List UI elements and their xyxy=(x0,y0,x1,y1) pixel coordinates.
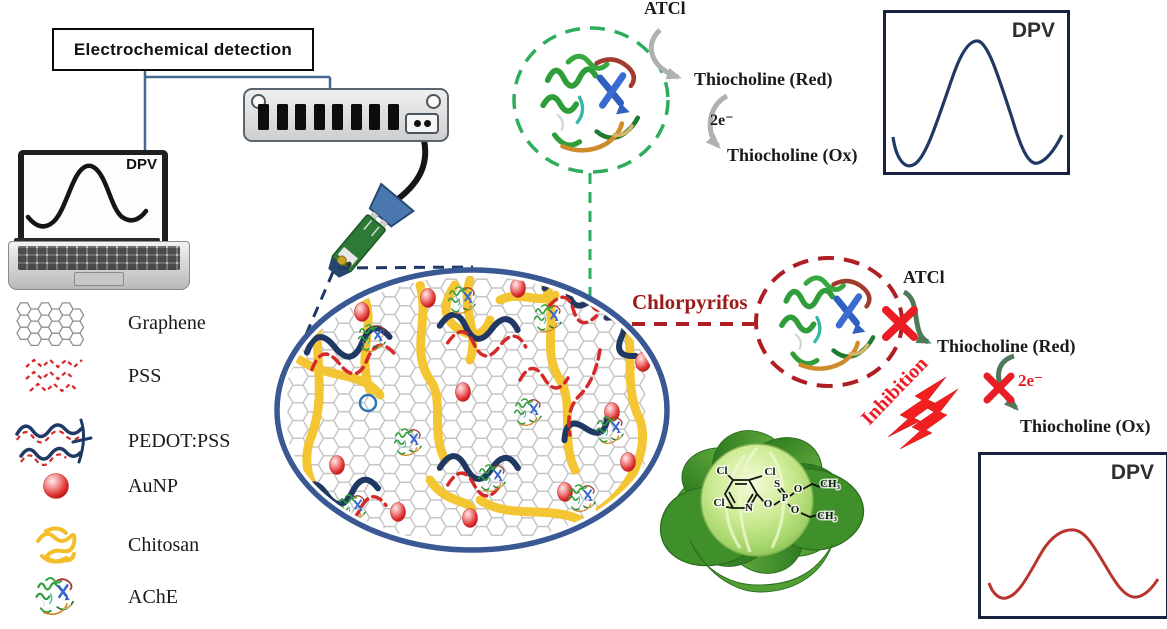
detection-title: Electrochemical detection xyxy=(73,39,293,59)
atom-label: O xyxy=(794,483,803,495)
detection-title-box: Electrochemical detection xyxy=(52,28,314,71)
cable-port xyxy=(405,113,439,134)
chitosan-icon xyxy=(10,520,102,570)
dpv-label: DPV xyxy=(1011,19,1055,42)
legend-item-ache: AChE xyxy=(10,574,178,620)
channel-slot xyxy=(295,104,306,130)
atom-label: CH₃ xyxy=(820,478,841,490)
legend-label: PEDOT:PSS xyxy=(128,429,231,452)
atom-label: O xyxy=(791,504,800,516)
arrow-atcl-to-thiocholine xyxy=(648,28,682,80)
atcl-label: ATCl xyxy=(644,0,686,18)
arrow-atcl-blocked xyxy=(902,289,932,345)
atom-label: Cl xyxy=(765,466,776,478)
site-ring xyxy=(358,393,378,413)
dpv-panel-low: DPV xyxy=(978,452,1167,619)
legend-label: AuNP xyxy=(128,474,179,497)
channel-slot xyxy=(313,104,325,130)
atom-label: Cl xyxy=(717,465,728,477)
legend-label: Graphene xyxy=(128,311,206,334)
electron-transfer-label: 2e⁻ xyxy=(710,112,734,129)
laptop-keyboard-base xyxy=(8,241,190,290)
atom-label: S xyxy=(774,478,780,490)
laptop-keyboard xyxy=(18,246,180,270)
pss-icon xyxy=(10,356,102,396)
atom-label: N xyxy=(745,502,753,514)
laptop-screen: DPV xyxy=(18,150,168,248)
legend-item-chitosan: Chitosan xyxy=(10,520,199,570)
blocked-x-icon xyxy=(983,372,1015,404)
channel-slot xyxy=(258,104,269,130)
electrode-surface-ellipse xyxy=(274,267,670,553)
active-enzyme-circle xyxy=(512,26,670,174)
dpv-high-curve xyxy=(891,39,1064,168)
legend-label: AChE xyxy=(128,585,178,608)
legend-item-graphene: Graphene xyxy=(10,300,206,346)
connection-wires xyxy=(143,67,332,150)
channel-slot xyxy=(387,104,399,130)
thiocholine-ox-label: Thiocholine (Ox) xyxy=(727,145,858,165)
legend-item-pss: PSS xyxy=(10,356,161,396)
port-pin xyxy=(413,120,421,127)
atom-label: CH₃ xyxy=(817,510,838,522)
dpv-label: DPV xyxy=(1110,461,1154,484)
chlorpyrifos-label: Chlorpyrifos xyxy=(632,290,748,314)
mount-hole xyxy=(426,94,441,109)
channel-slot xyxy=(369,104,380,130)
thiocholine-red-label: Thiocholine (Red) xyxy=(694,69,833,89)
laptop-hinge xyxy=(14,238,160,242)
atom-label: Cl xyxy=(714,497,725,509)
laptop-dpv-curve xyxy=(25,163,149,229)
thiocholine-red-label-inhibited: Thiocholine (Red) xyxy=(937,336,1076,356)
legend-item-pedot-pss: PEDOT:PSS xyxy=(10,412,230,470)
ache-icon xyxy=(10,574,102,620)
legend-label: Chitosan xyxy=(128,533,200,556)
channel-slot xyxy=(276,104,288,130)
atom-label: O xyxy=(764,498,773,510)
blocked-x-icon xyxy=(882,306,918,341)
legend-item-aunp: AuNP xyxy=(10,471,178,501)
port-pin xyxy=(423,120,431,127)
dpv-panel-high: DPV xyxy=(883,10,1070,175)
pss-chains xyxy=(306,295,602,523)
electron-transfer-label-inhibited: 2e⁻ xyxy=(1018,371,1044,390)
channel-slot xyxy=(350,104,362,130)
screen-printed-electrode xyxy=(328,182,416,278)
pedot-pss-icon xyxy=(10,412,102,470)
aunp-icon xyxy=(10,471,102,501)
dpv-low-curve xyxy=(987,528,1160,600)
potentiostat xyxy=(243,88,449,142)
inhibited-enzyme-circle xyxy=(754,256,904,388)
arrow-red-to-ox xyxy=(705,93,729,149)
thiocholine-ox-label-inhibited: Thiocholine (Ox) xyxy=(1020,416,1151,436)
laptop-display: DPV xyxy=(24,155,162,243)
laptop-dpv-label: DPV xyxy=(126,156,157,173)
atcl-label-inhibited: ATCl xyxy=(903,267,945,287)
laptop-touchpad xyxy=(74,272,124,286)
channel-slot xyxy=(332,104,343,130)
legend-label: PSS xyxy=(128,364,162,387)
atom-label: P xyxy=(782,492,789,504)
graphene-icon xyxy=(10,300,102,346)
